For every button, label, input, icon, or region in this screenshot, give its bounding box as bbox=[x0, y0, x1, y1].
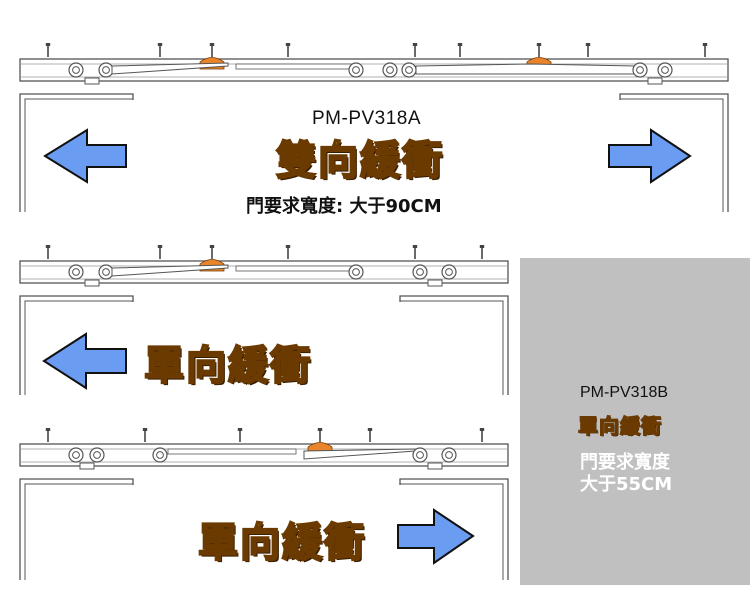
unidirectional-damping-title-left: 單向緩衝 bbox=[143, 342, 312, 390]
side-panel-background bbox=[520, 258, 750, 585]
door-width-requirement-b-line1: 門要求寬度 bbox=[580, 452, 670, 473]
model-label-a: PM-PV318A bbox=[312, 108, 422, 129]
left-arrow-icon bbox=[43, 128, 127, 184]
unidirectional-damping-title-right: 單向緩衝 bbox=[197, 519, 366, 567]
door-width-requirement-a: 門要求寬度: 大于90CM bbox=[246, 196, 442, 217]
door-width-requirement-b-line2: 大于55CM bbox=[580, 474, 673, 495]
top-track-assembly bbox=[19, 42, 729, 212]
right-arrow-icon bbox=[608, 128, 692, 184]
left-arrow-icon bbox=[42, 332, 127, 390]
middle-track-assembly bbox=[19, 244, 509, 395]
side-panel-damping-title: 單向緩衝 bbox=[577, 413, 662, 438]
right-arrow-icon bbox=[397, 508, 475, 565]
bidirectional-damping-title: 雙向緩衝 bbox=[275, 137, 444, 185]
model-label-b: PM-PV318B bbox=[580, 384, 669, 401]
bottom-track-assembly bbox=[19, 427, 509, 580]
